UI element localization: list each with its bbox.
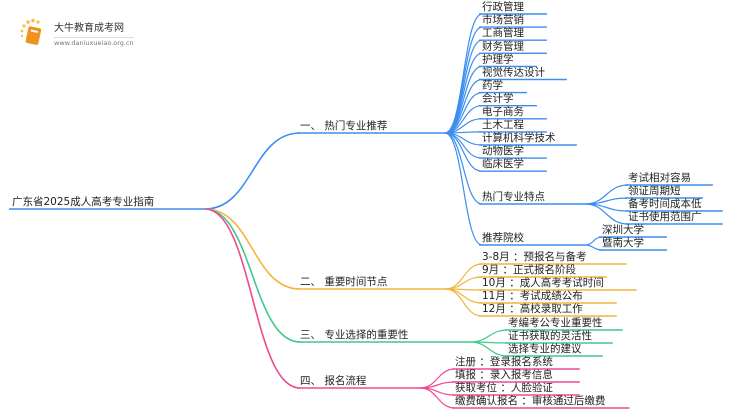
leaf-node: 考试相对容易 [628,171,691,184]
leaf-node: 临床医学 [482,157,524,170]
group-node: 推荐院校 [482,231,524,244]
group-node: 热门专业特点 [482,190,545,203]
leaf-node: 土木工程 [482,118,524,131]
leaf-node: 药学 [482,79,503,92]
leaf-node: 电子商务 [482,105,524,118]
connector-line [469,329,509,343]
leaf-node: 工商管理 [482,26,524,39]
leaf-node: 考编考公专业重要性 [508,316,603,329]
leaf-node: 深圳大学 [602,223,644,236]
connector-line [204,132,301,210]
leaf-node: 12月 ：高校录取工作 [482,302,583,315]
connector-line [444,288,483,304]
leaf-node: 9月 ：正式报名阶段 [482,263,577,276]
leaf-node: 护理学 [482,52,514,65]
connector-line [584,244,603,251]
leaf-node: 动物医学 [482,144,524,157]
leaf-node: 领证周期短 [628,184,681,197]
branch-4: 四、 报名流程 [300,374,367,387]
logo-title: 大牛教育成考网 [54,23,124,34]
connector-line [444,132,483,205]
leaf-node: 注册 ：登录报名系统 [455,355,553,368]
logo: 大牛教育成考网 www.daniuxueiao.org.cn [18,18,134,48]
connector-line [444,52,483,134]
connector-line [204,208,301,343]
leaf-node: 视觉传达设计 [482,66,545,79]
leaf-node: 10月 ：成人高考考试时间 [482,276,604,289]
connector-line [444,288,483,317]
branch-2: 二、 重要时间节点 [300,275,387,288]
connector-line [444,132,483,246]
leaf-node: 备考时间成本低 [628,197,702,210]
leaf-node: 会计学 [482,92,514,105]
root-node: 广东省2025成人高考专业指南 [12,195,154,208]
connector-line [444,276,483,290]
connector-line [204,208,301,290]
connector-line [469,341,509,357]
leaf-node: 计算机科学技术 [482,131,556,144]
branch-1: 一、 热门专业推荐 [300,119,387,132]
leaf-node: 选择专业的建议 [508,342,582,355]
leaf-node: 填报 ：录入报考信息 [455,368,553,381]
connector-line [444,263,483,290]
leaf-node: 暨南大学 [602,236,644,249]
leaf-node: 缴费确认报名 ：审核通过后缴费 [455,394,605,407]
branch-3: 三、 专业选择的重要性 [300,328,408,341]
leaf-node: 市场营销 [482,13,524,26]
connector-line [584,236,603,246]
connector-line [204,208,301,389]
leaf-node: 财务管理 [482,39,524,52]
leaf-node: 11月 ：考试成绩公布 [482,289,583,302]
connector-line [584,203,629,225]
connector-line [419,387,456,409]
leaf-node: 3-8月 ：预报名与备考 [482,250,587,263]
leaf-node: 行政管理 [482,0,524,13]
leaf-node: 证书获取的灵活性 [508,329,592,342]
leaf-node: 证书使用范围广 [628,210,702,223]
leaf-node: 获取考位 ：人脸验证 [455,381,553,394]
book-logo-icon [20,18,42,45]
logo-url: www.daniuxueiao.org.cn [54,37,134,47]
